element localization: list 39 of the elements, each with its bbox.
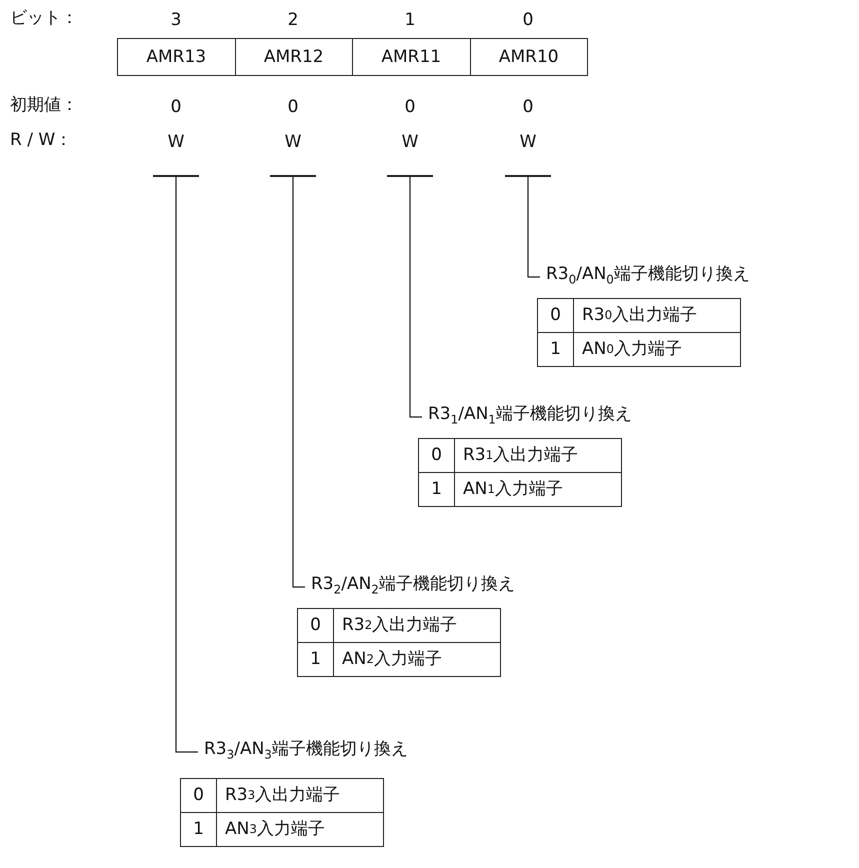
tick-bar	[153, 175, 199, 177]
table-cell: 1	[297, 642, 334, 677]
initial-value: 0	[286, 96, 300, 119]
table-cell: 0	[297, 608, 334, 643]
table-cell: 1	[418, 472, 455, 507]
function-heading: R3$_{2}$/AN$_{2}$端子機能切り換え	[305, 574, 515, 600]
access-value: W	[518, 130, 538, 154]
bit-number: 1	[404, 8, 416, 32]
row-label: 初期値：	[10, 95, 78, 116]
row-label: ビット：	[10, 8, 78, 28]
leader-line	[292, 177, 305, 588]
bit-number: 3	[170, 8, 182, 32]
tick-bar	[387, 175, 433, 177]
access-value: W	[166, 130, 186, 154]
table-cell: 1	[537, 332, 574, 367]
bit-number: 2	[286, 8, 300, 32]
register-cell: AMR10	[470, 38, 588, 76]
table-cell: 0	[418, 438, 455, 473]
register-cell: AMR13	[117, 38, 236, 76]
table-cell: 0	[537, 298, 574, 333]
table-cell: 1	[180, 812, 217, 847]
leader-line	[175, 177, 198, 753]
register-cell: AMR11	[352, 38, 470, 76]
bit-number: 0	[522, 8, 534, 32]
initial-value: 0	[522, 96, 534, 119]
initial-value: 0	[170, 96, 182, 119]
initial-value: 0	[404, 96, 416, 119]
access-value: W	[400, 130, 420, 154]
table-cell: 0	[180, 778, 217, 813]
function-heading: R3$_{1}$/AN$_{1}$端子機能切り換え	[422, 404, 632, 430]
register-cell: AMR12	[234, 38, 353, 76]
row-label: R / W：	[10, 130, 72, 150]
access-value: W	[284, 130, 302, 154]
leader-line	[409, 177, 422, 418]
tick-bar	[505, 175, 551, 177]
function-heading: R3$_{3}$/AN$_{3}$端子機能切り換え	[198, 739, 408, 765]
tick-bar	[270, 175, 316, 177]
function-heading: R3$_{0}$/AN$_{0}$端子機能切り換え	[540, 264, 750, 290]
leader-line	[527, 177, 540, 278]
